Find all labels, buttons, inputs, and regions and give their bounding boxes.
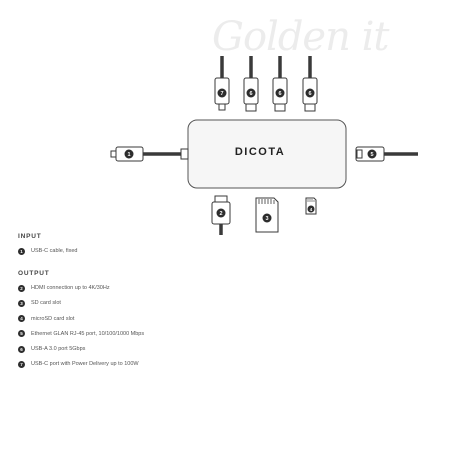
- input-heading: INPUT: [18, 233, 42, 240]
- legend-item: 5 Ethernet GLAN RJ-45 port, 10/100/1000 …: [18, 328, 144, 340]
- marker-7: [217, 88, 227, 98]
- hub-brand-logo: DICOTA: [234, 146, 286, 158]
- marker-3: [262, 213, 272, 223]
- input-legend: 1 USB-C cable, fixed: [18, 245, 77, 260]
- marker-5: [367, 149, 377, 159]
- marker-6a: [246, 88, 256, 98]
- legend-item: 2 HDMI connection up to 4K/30Hz: [18, 282, 144, 294]
- marker-1: [124, 149, 134, 159]
- legend-number-badge: 4: [18, 315, 25, 323]
- port-diagram: 1 5 7 6 6 6 2 3 4: [110, 56, 418, 235]
- marker-4: [307, 205, 315, 213]
- legend-item: 3 SD card slot: [18, 297, 144, 309]
- marker-4-label: 4: [310, 207, 313, 212]
- marker-5-label: 5: [370, 152, 373, 158]
- legend-number-badge: 6: [18, 345, 25, 353]
- legend-text: USB-C port with Power Delivery up to 100…: [31, 361, 139, 368]
- marker-6a-label: 6: [249, 91, 252, 97]
- legend-text: HDMI connection up to 4K/30Hz: [31, 285, 110, 291]
- output-legend: 2 HDMI connection up to 4K/30Hz 3 SD car…: [18, 282, 144, 374]
- marker-1-label: 1: [127, 152, 130, 158]
- legend-number-badge: 2: [18, 284, 25, 292]
- legend-number-badge: 7: [18, 360, 25, 368]
- marker-6c: [305, 88, 315, 98]
- output-heading: OUTPUT: [18, 270, 50, 277]
- legend-number-badge: 3: [18, 299, 25, 307]
- marker-2: [216, 208, 226, 218]
- legend-item: 7 USB-C port with Power Delivery up to 1…: [18, 358, 144, 370]
- marker-7-label: 7: [220, 91, 223, 97]
- watermark-logo: Golden it: [212, 14, 389, 60]
- marker-6b-label: 6: [278, 91, 281, 97]
- marker-6c-label: 6: [308, 91, 311, 97]
- marker-6b: [275, 88, 285, 98]
- legend-text: USB-C cable, fixed: [31, 248, 78, 254]
- marker-2-label: 2: [219, 211, 222, 217]
- legend-item: 6 USB-A 3.0 port 5Gbps: [18, 343, 144, 355]
- legend-text: USB-A 3.0 port 5Gbps: [31, 346, 86, 353]
- marker-3-label: 3: [265, 216, 268, 222]
- legend-item: 1 USB-C cable, fixed: [18, 245, 77, 257]
- legend-text: SD card slot: [31, 300, 61, 307]
- legend-text: microSD card slot: [31, 315, 75, 322]
- legend-item: 4 microSD card slot: [18, 313, 144, 325]
- legend-number-badge: 1: [18, 247, 25, 255]
- legend-text: Ethernet GLAN RJ-45 port, 10/100/1000 Mb…: [31, 330, 145, 337]
- legend-number-badge: 5: [18, 330, 25, 338]
